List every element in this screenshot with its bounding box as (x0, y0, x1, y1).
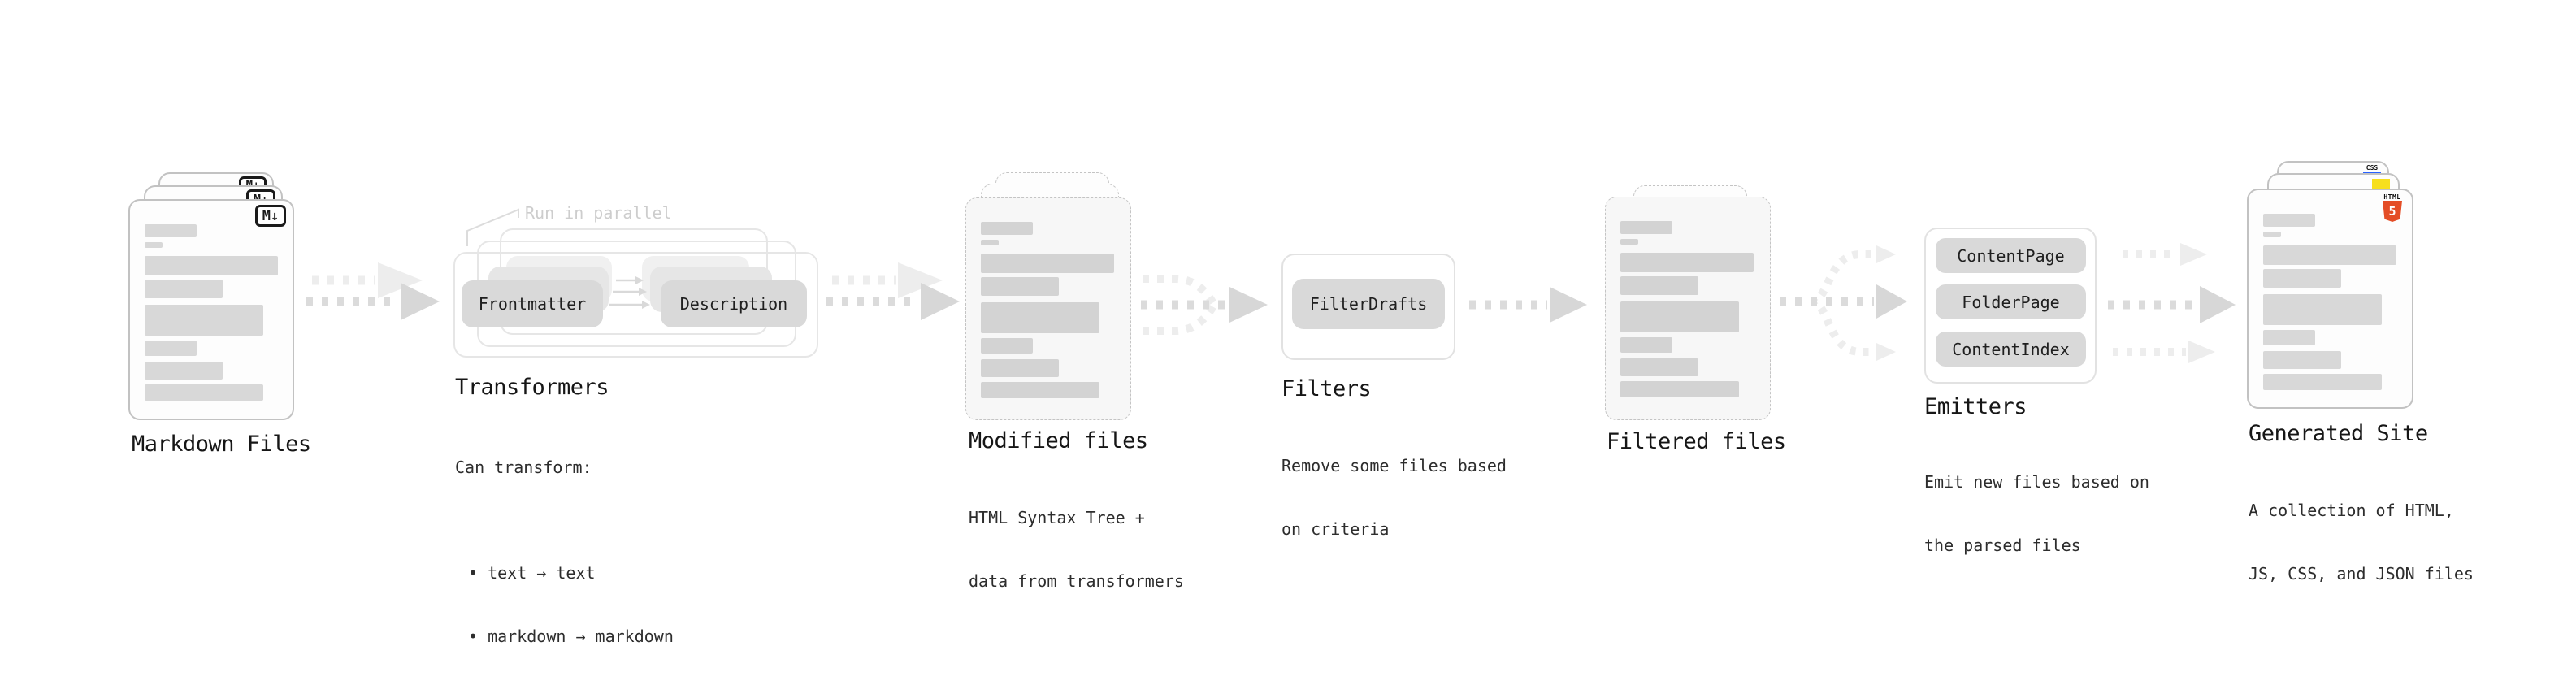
doc-text-placeholder (130, 201, 293, 419)
filtered-file-card (1605, 197, 1771, 420)
can-transform-heading: Can transform: (455, 458, 592, 477)
text-line-placeholder (2263, 245, 2396, 265)
arrow-markdown-to-transformers (306, 262, 440, 320)
modified-file-card (965, 197, 1131, 420)
text-line-placeholder (1620, 239, 1638, 245)
modified-sub-line2: data from transformers (969, 571, 1184, 591)
generated-sub-line1: A collection of HTML, (2249, 501, 2454, 520)
text-line-placeholder (981, 359, 1059, 377)
text-line-placeholder (2263, 232, 2281, 237)
text-line-placeholder (981, 338, 1033, 354)
modified-files-description: HTML Syntax Tree + data from transformer… (969, 465, 1184, 634)
generated-file-card: HTML 5 (2247, 189, 2413, 409)
doc-text-placeholder (966, 198, 1130, 419)
doc-text-placeholder (2249, 190, 2412, 407)
filterdrafts-chip: FilterDrafts (1292, 279, 1445, 329)
markdown-files-label: Markdown Files (132, 432, 311, 457)
text-line-placeholder (1620, 358, 1698, 376)
text-line-placeholder (145, 256, 278, 275)
bullet-markdown-to-markdown: • markdown → markdown (468, 627, 674, 646)
transformer-container-front (453, 252, 818, 358)
text-line-placeholder (2263, 294, 2382, 325)
transformers-description: Can transform: • text → text • markdown … (455, 414, 674, 681)
arrow-transformers-to-modified (826, 262, 960, 320)
bullet-text-to-text: • text → text (468, 563, 596, 583)
emitters-description: Emit new files based on the parsed files (1924, 429, 2149, 598)
text-line-placeholder (2263, 374, 2382, 390)
text-line-placeholder (1620, 221, 1672, 234)
arrow-emitters-to-generated (2108, 243, 2236, 363)
text-line-placeholder (2263, 330, 2315, 345)
css-icon-label: CSS (2366, 164, 2379, 171)
text-line-placeholder (981, 240, 999, 245)
arrow-filters-to-filtered (1469, 287, 1587, 323)
emitters-sub-line2: the parsed files (1924, 536, 2081, 555)
transform-bullet-list: • text → text • markdown → markdown • ht… (455, 520, 674, 681)
transformers-label: Transformers (455, 375, 609, 400)
markdown-file-card: M↓ (128, 199, 294, 420)
html5-icon-label: HTML (2383, 193, 2401, 201)
contentpage-emitter-chip: ContentPage (1936, 238, 2086, 273)
text-line-placeholder (981, 222, 1033, 235)
arrow-modified-to-filters (1141, 275, 1268, 335)
filters-description: Remove some files based on criteria (1281, 413, 1507, 582)
arrow-filtered-to-emitters (1780, 245, 1907, 361)
text-line-placeholder (1620, 253, 1754, 272)
folderpage-emitter-chip: FolderPage (1936, 284, 2086, 319)
text-line-placeholder (2263, 351, 2341, 369)
transformer-flow-arrows (609, 276, 650, 309)
filters-sub-line1: Remove some files based (1281, 456, 1507, 475)
text-line-placeholder (145, 305, 263, 336)
text-line-placeholder (2263, 269, 2341, 288)
generated-sub-line2: JS, CSS, and JSON files (2249, 564, 2474, 583)
text-line-placeholder (1620, 337, 1672, 353)
description-transformer-chip: Description (661, 280, 807, 327)
modified-sub-line1: HTML Syntax Tree + (969, 508, 1145, 527)
text-line-placeholder (145, 384, 263, 401)
text-line-placeholder (145, 280, 223, 298)
text-line-placeholder (981, 254, 1114, 273)
text-line-placeholder (981, 382, 1099, 398)
generated-site-label: Generated Site (2249, 421, 2428, 446)
frontmatter-transformer-chip: Frontmatter (462, 280, 603, 327)
text-line-placeholder (145, 224, 197, 237)
doc-text-placeholder (1606, 197, 1770, 419)
run-in-parallel-note: Run in parallel (525, 203, 672, 223)
modified-files-label: Modified files (969, 428, 1148, 453)
markdown-icon: M↓ (255, 205, 286, 227)
emitters-sub-line1: Emit new files based on (1924, 472, 2149, 492)
filters-sub-line2: on criteria (1281, 519, 1390, 539)
html5-icon-shield: 5 (2383, 201, 2402, 222)
text-line-placeholder (2263, 214, 2315, 227)
filters-label: Filters (1281, 376, 1372, 401)
filtered-files-label: Filtered files (1607, 429, 1786, 454)
javascript-icon (2372, 179, 2390, 190)
text-line-placeholder (145, 362, 223, 380)
contentindex-emitter-chip: ContentIndex (1936, 332, 2086, 367)
text-line-placeholder (1620, 381, 1739, 397)
html5-icon: HTML 5 (2383, 193, 2402, 222)
emitters-label: Emitters (1924, 394, 2027, 419)
text-line-placeholder (1620, 276, 1698, 295)
text-line-placeholder (981, 277, 1059, 296)
text-line-placeholder (1620, 301, 1739, 332)
generated-site-description: A collection of HTML, JS, CSS, and JSON … (2249, 458, 2474, 627)
text-line-placeholder (145, 340, 197, 356)
text-line-placeholder (981, 302, 1099, 333)
text-line-placeholder (145, 242, 163, 248)
run-in-parallel-callout-line (466, 208, 519, 246)
